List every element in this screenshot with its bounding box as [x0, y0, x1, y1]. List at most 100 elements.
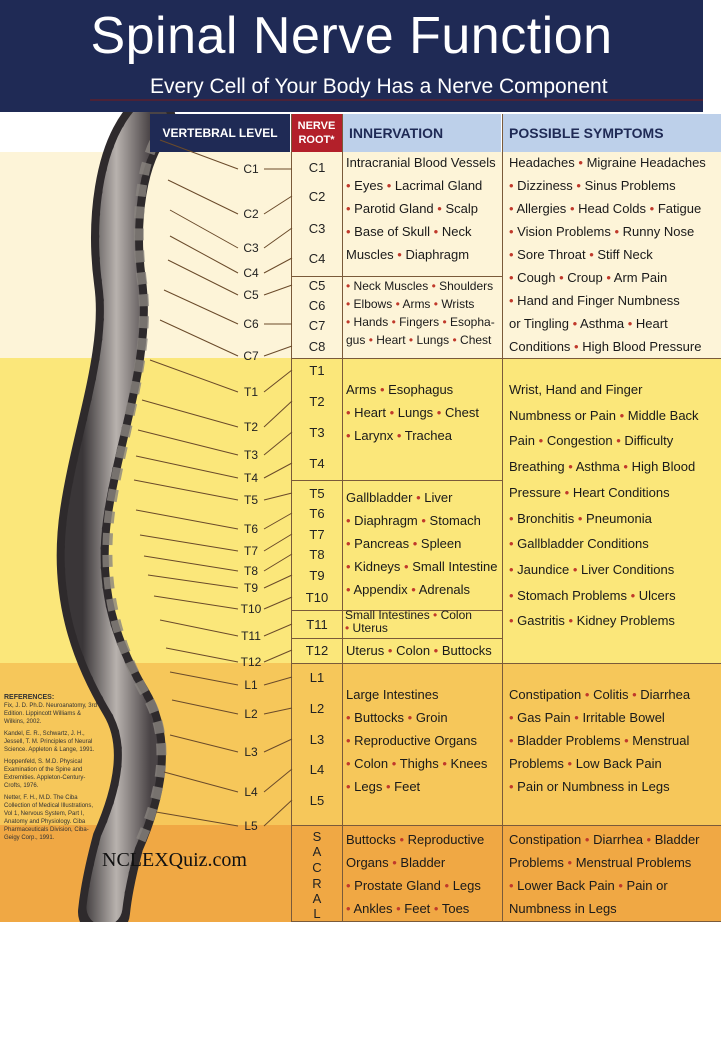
bullet-icon: • — [606, 270, 611, 285]
nerve-root: C1 — [308, 160, 326, 175]
vertebral-level-header: VERTEBRAL LEVEL — [150, 114, 290, 152]
bullet-icon: • — [509, 293, 514, 308]
title-banner: Spinal Nerve Function Every Cell of Your… — [0, 0, 703, 112]
vertebra-label: C2 — [243, 207, 259, 221]
vertebra-label: T5 — [243, 493, 258, 507]
bullet-icon: • — [572, 561, 578, 577]
bullet-icon: • — [346, 779, 351, 794]
innervation-thoracic-middle: Gallbladder • Liver • Diaphragm • Stomac… — [346, 486, 502, 601]
bullet-icon: • — [407, 710, 413, 725]
bullet-icon: • — [346, 710, 351, 725]
bullet-icon: • — [346, 224, 351, 239]
bullet-icon: • — [616, 433, 621, 449]
nerve-root: C8 — [308, 339, 326, 354]
nerve-root: T8 — [309, 547, 325, 562]
bullet-icon: • — [630, 587, 636, 603]
bullet-icon: • — [559, 270, 564, 285]
bullet-icon: • — [509, 178, 514, 193]
bullet-icon: • — [346, 428, 351, 443]
bullet-icon: • — [346, 201, 351, 216]
nerve-root: A — [312, 891, 322, 906]
innervation-line: • Pancreas • Spleen — [346, 536, 462, 551]
nerve-root: C5 — [308, 278, 326, 293]
bullet-icon: • — [564, 484, 570, 500]
bullet-icon: • — [442, 315, 447, 329]
bullet-icon: • — [509, 779, 514, 794]
vertebra-label: T6 — [243, 522, 258, 536]
symptom-line: Constipation • Diarrhea • Bladder — [509, 832, 700, 847]
grid-line — [342, 114, 343, 922]
nerve-root: T10 — [305, 590, 329, 605]
bullet-icon: • — [589, 247, 594, 262]
bullet-icon: • — [411, 582, 416, 597]
symptom-line: • Cough • Croup • Arm Pain — [509, 270, 668, 285]
bullet-icon: • — [346, 756, 351, 771]
nerve-root: T2 — [309, 394, 325, 409]
innervation-line: • Parotid Gland • Scalp — [346, 201, 478, 216]
bullet-icon: • — [346, 405, 351, 420]
innervation-line: Uterus • Colon • Buttocks — [346, 643, 492, 658]
bullet-icon: • — [391, 315, 396, 329]
bullet-icon: • — [404, 559, 409, 574]
bullet-icon: • — [509, 561, 514, 577]
vertebra-label: T7 — [243, 544, 258, 558]
vertebra-label: L1 — [244, 678, 258, 692]
bullet-icon: • — [385, 779, 391, 794]
grid-line — [291, 825, 721, 826]
bullet-icon: • — [346, 901, 351, 916]
vertebra-label: T4 — [243, 471, 258, 485]
symptom-line: • Lower Back Pain • Pain or — [509, 878, 668, 893]
bullet-icon: • — [379, 382, 385, 397]
nerve-root: C — [312, 860, 322, 875]
vertebra-label: T11 — [241, 629, 261, 643]
vertebra-label: T8 — [243, 564, 258, 578]
innervation-line: Muscles • Diaphragm — [346, 247, 470, 262]
innervation-lumbar: Large Intestines • Buttocks • Groin • Re… — [346, 683, 502, 798]
bullet-icon: • — [392, 855, 397, 870]
bullet-icon: • — [346, 178, 351, 193]
nerve-root: R — [312, 876, 322, 891]
vertebra-label: T1 — [243, 385, 258, 399]
symptom-line: Conditions • High Blood Pressure — [509, 339, 702, 354]
bullet-icon: • — [436, 405, 442, 420]
bullet-icon: • — [412, 536, 418, 551]
innervation-line: • Kidneys • Small Intestine — [346, 559, 498, 574]
reference-item: Hoppenfeld, S. M.D. Physical Examination… — [4, 759, 86, 789]
nerve-root-header-line2: ROOT* — [298, 134, 335, 146]
bullet-icon: • — [572, 316, 578, 331]
innervation-line: • Appendix • Adrenals — [346, 582, 471, 597]
bullet-icon: • — [574, 710, 579, 725]
nerve-root: C4 — [308, 251, 326, 266]
symptom-line: Numbness or Pain • Middle Back — [509, 407, 699, 423]
symptoms-sacral: Constipation • Diarrhea • Bladder Proble… — [509, 828, 719, 920]
vertebra-label: T10 — [240, 602, 262, 616]
bullet-icon: • — [416, 490, 421, 505]
symptom-line: • Pain or Numbness in Legs — [509, 779, 670, 794]
bullet-icon: • — [509, 878, 514, 893]
vertebra-label: C4 — [243, 266, 259, 280]
bullet-icon: • — [627, 316, 633, 331]
bullet-icon: • — [396, 428, 402, 443]
reference-item: Netter, F. H., M.D. The Ciba Collection … — [4, 795, 94, 841]
symptom-line: • Hand and Finger Numbness — [509, 293, 680, 308]
bullet-icon: • — [433, 901, 439, 916]
symptoms-thoracic: Wrist, Hand and Finger Numbness or Pain … — [509, 377, 719, 634]
bullet-icon: • — [538, 433, 544, 449]
nerve-root: C3 — [308, 221, 326, 236]
symptom-line: Numbness in Legs — [509, 901, 617, 916]
bullet-icon: • — [569, 201, 575, 216]
nerve-root: C2 — [308, 189, 326, 204]
nerve-root: T7 — [309, 527, 325, 542]
grid-line — [291, 358, 721, 359]
bullet-icon: • — [433, 608, 438, 622]
bullet-icon: • — [346, 279, 351, 293]
symptom-line: • Bladder Problems • Menstrual — [509, 733, 690, 748]
bullet-icon: • — [614, 224, 620, 239]
bullet-icon: • — [346, 559, 351, 574]
grid-line — [291, 638, 503, 639]
vertebra-label: T9 — [243, 581, 258, 595]
innervation-header: INNERVATION — [343, 114, 501, 152]
vertebra-label: C7 — [243, 349, 259, 363]
innervation-line: • Prostate Gland • Legs — [346, 878, 481, 893]
innervation-line: gus • Heart • Lungs • Chest — [346, 333, 492, 347]
